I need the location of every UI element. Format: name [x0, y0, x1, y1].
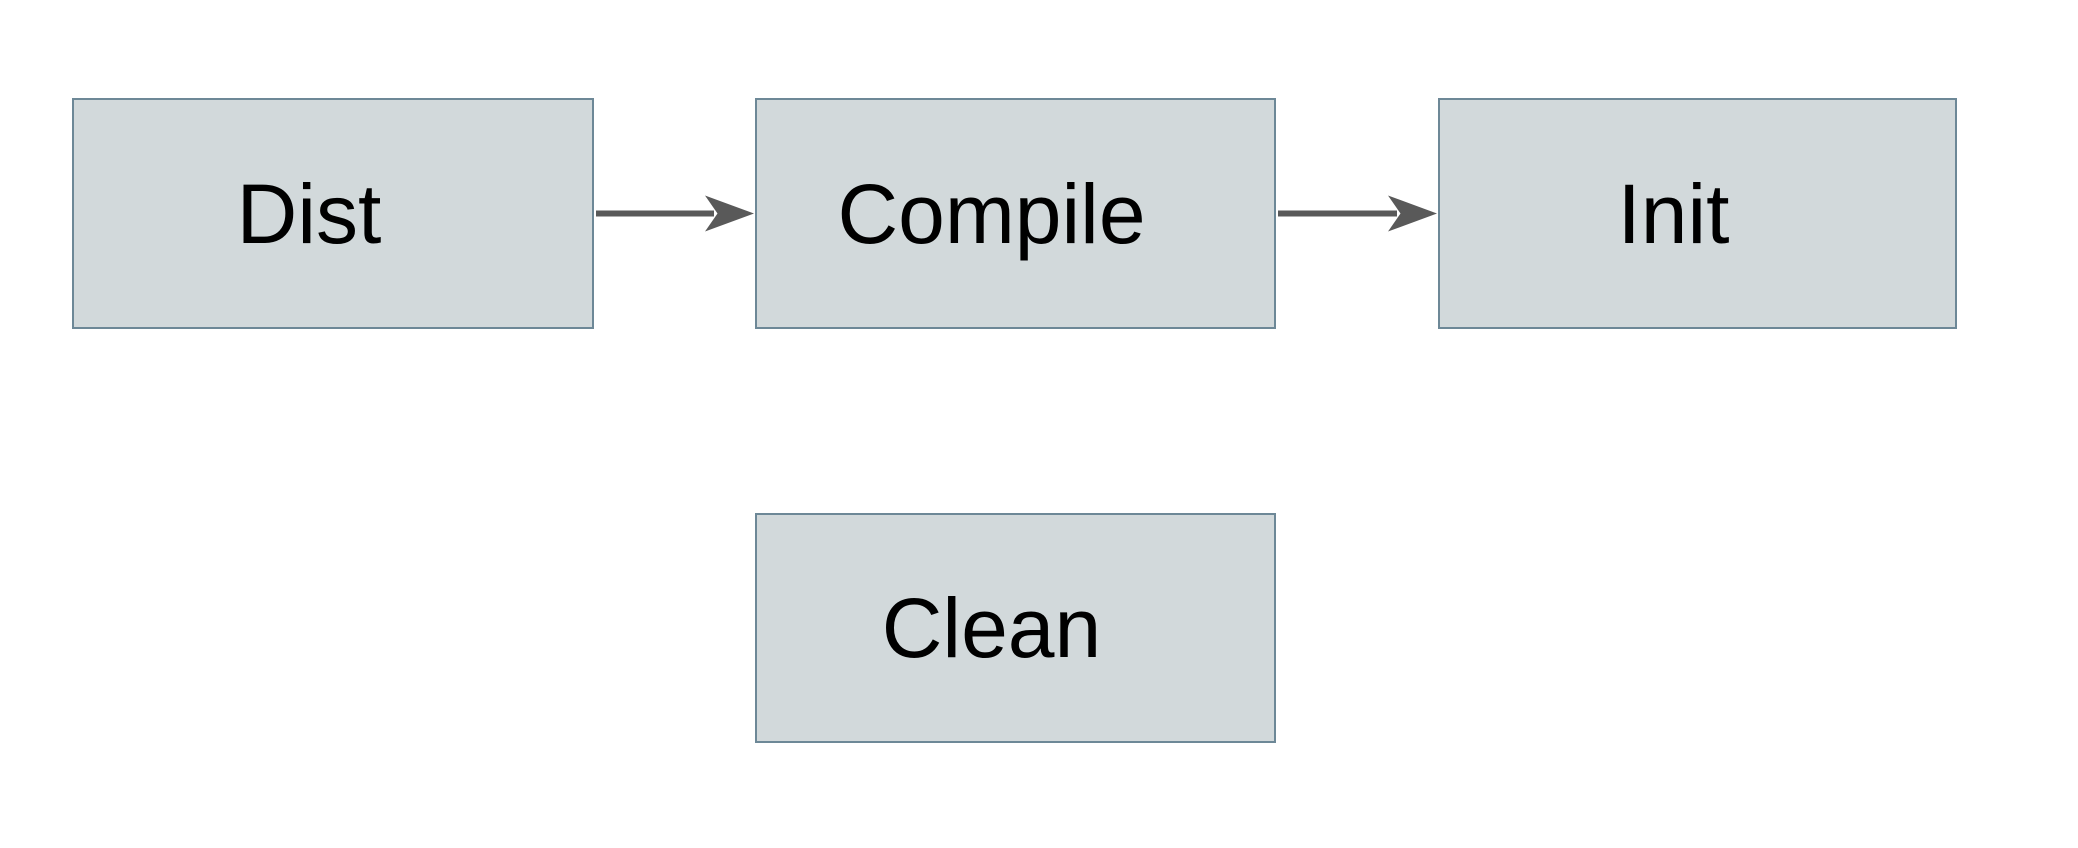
node-compile: Compile [755, 98, 1276, 329]
node-init: Init [1438, 98, 1957, 329]
node-dist: Dist [72, 98, 594, 329]
arrow-dist-to-compile [596, 195, 754, 232]
arrow-compile-to-init [1278, 195, 1437, 232]
node-dist-label: Dist [236, 166, 382, 261]
node-compile-label: Compile [837, 166, 1146, 261]
node-clean-label: Clean [881, 581, 1102, 675]
node-init-label: Init [1617, 166, 1730, 261]
node-clean: Clean [755, 513, 1276, 743]
